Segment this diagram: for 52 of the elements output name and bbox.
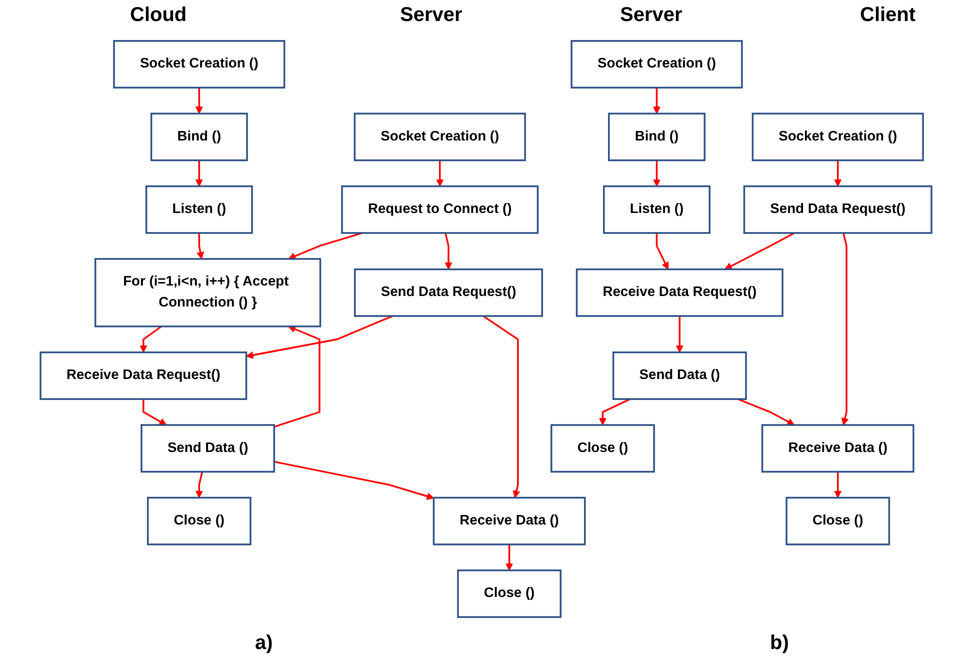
node-box: Socket Creation ()	[752, 112, 924, 162]
panel-label: b)	[770, 632, 789, 655]
arrow	[724, 232, 795, 270]
node-box: Socket Creation ()	[113, 40, 286, 88]
arrow	[656, 232, 669, 270]
node-box: Close ()	[786, 496, 890, 546]
node-box: Send Data Request()	[354, 268, 544, 317]
node-box: Close ()	[550, 424, 655, 473]
arrow	[841, 232, 849, 426]
arrow	[195, 160, 203, 187]
node-box: Bind ()	[150, 112, 248, 162]
arrow	[834, 472, 842, 498]
arrow	[652, 88, 661, 114]
arrow	[444, 232, 452, 270]
column-heading: Cloud	[130, 4, 187, 27]
panel-label: a)	[255, 632, 273, 655]
node-box: Receive Data ()	[761, 424, 914, 473]
node-box: Close ()	[457, 570, 562, 618]
arrow	[288, 232, 363, 260]
node-box: Send Data ()	[612, 352, 747, 400]
arrow	[195, 88, 203, 114]
node-box: Request to Connect ()	[341, 185, 539, 234]
node-box: Bind ()	[608, 112, 706, 162]
arrow	[505, 544, 514, 571]
column-heading: Server	[400, 4, 462, 27]
node-box: Close ()	[146, 496, 252, 546]
node-box: For (i=1,i<n, i++) { Accept Connection () }	[94, 258, 322, 328]
arrow	[246, 315, 393, 359]
node-box: Socket Creation ()	[570, 40, 743, 88]
node-box: Receive Data Request()	[576, 268, 784, 317]
node-box: Receive Data ()	[432, 496, 586, 546]
arrow	[676, 316, 684, 353]
arrow	[196, 232, 204, 260]
arrow	[274, 460, 434, 500]
arrow	[195, 472, 204, 498]
node-box: Send Data Request()	[743, 185, 932, 234]
arrow	[274, 326, 320, 428]
node-box: Socket Creation ()	[354, 112, 526, 162]
column-heading: Server	[620, 4, 682, 27]
arrow	[142, 399, 167, 426]
node-box: Send Data ()	[140, 424, 276, 473]
arrow	[834, 160, 842, 187]
node-box: Listen ()	[603, 185, 710, 234]
arrow	[738, 398, 795, 426]
column-heading: Client	[860, 4, 916, 27]
arrow	[482, 315, 520, 498]
node-box: Receive Data Request()	[40, 352, 248, 400]
arrow	[140, 326, 162, 353]
node-box: Listen ()	[145, 185, 253, 234]
arrow	[436, 160, 444, 187]
arrow	[598, 398, 631, 426]
arrow	[652, 160, 661, 187]
